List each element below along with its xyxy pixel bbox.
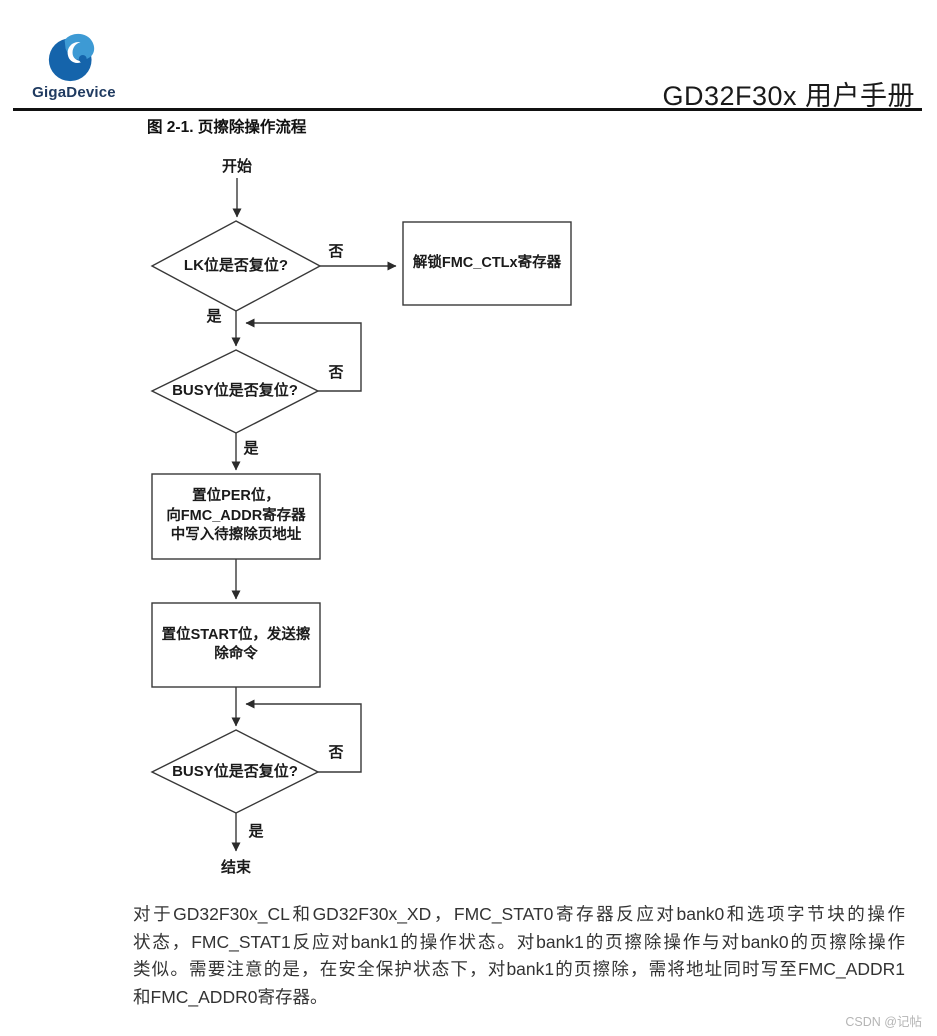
- paragraph-line: 状态，FMC_STAT1反应对bank1的操作状态。对bank1的页擦除操作与对…: [133, 931, 905, 952]
- decision-busy2-label: BUSY位是否复位?: [172, 763, 298, 780]
- paragraph-line: 对于GD32F30x_CL和GD32F30x_XD，FMC_STAT0寄存器反应…: [133, 904, 905, 924]
- decision-lk-label: LK位是否复位?: [183, 257, 289, 274]
- flow-end-label: 结束: [220, 859, 251, 876]
- no-label-2: 否: [328, 364, 344, 381]
- flowchart-shapes: [150, 178, 572, 852]
- figure-caption: 图 2-1. 页擦除操作流程: [147, 119, 307, 136]
- yes-label-3: 是: [248, 823, 264, 840]
- gigadevice-logo-icon: [48, 33, 95, 82]
- paragraph-line: 类似。需要注意的是，在安全保护状态下，对bank1的页擦除，需将地址同时写至FM…: [133, 959, 905, 980]
- start-box-label: 置位START位，发送擦 除命令: [161, 626, 311, 663]
- unlock-box-label: 解锁FMC_CTLx寄存器: [412, 254, 562, 271]
- no-label-3: 否: [328, 744, 344, 761]
- csdn-watermark: CSDN @记帖: [845, 1015, 922, 1029]
- header-divider: [13, 108, 922, 111]
- flow-start-label: 开始: [221, 158, 252, 175]
- loop-line-busy2-no: [245, 699, 362, 773]
- no-label-1: 否: [328, 243, 344, 260]
- process-box-start: [151, 602, 321, 688]
- decision-busy1-label: BUSY位是否复位?: [172, 382, 298, 399]
- process-box-per: [151, 473, 321, 560]
- logo-wordmark: GigaDevice: [32, 84, 116, 101]
- page-erase-flowchart: 开始 LK位是否复位? 否 解锁FMC_CTLx寄存器 是 BUSY位是否复位?…: [0, 150, 937, 885]
- per-box-label: 置位PER位， 向FMC_ADDR寄存器 中写入待擦除页地址: [166, 488, 306, 544]
- logo-white-swirl: [67, 42, 84, 63]
- logo-inner-dot: [78, 54, 87, 63]
- document-title: GD32F30x 用户手册: [662, 81, 915, 111]
- body-paragraph: 对于GD32F30x_CL和GD32F30x_XD，FMC_STAT0寄存器反应…: [133, 901, 905, 1011]
- yes-label-2: 是: [243, 440, 259, 457]
- process-box-unlock: [402, 221, 572, 306]
- paragraph-line: 和FMC_ADDR0寄存器。: [133, 986, 328, 1007]
- loop-line-busy1-no: [245, 318, 362, 392]
- yes-label-1: 是: [206, 308, 222, 325]
